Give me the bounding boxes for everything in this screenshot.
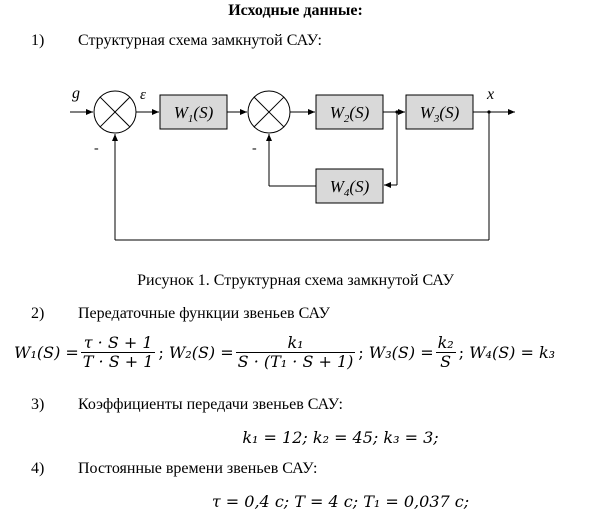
item-number-3: 3): [31, 396, 45, 413]
w4-formula: W₄(S) = k₃: [469, 343, 556, 362]
item-text-2: Передаточные функции звеньев САУ: [78, 305, 330, 322]
w3-denominator: S: [435, 352, 456, 371]
w2-numerator: k₁: [287, 333, 304, 352]
separator-1: ;: [158, 343, 164, 362]
w1-fraction: τ · S + 1 T · S + 1: [80, 333, 156, 371]
block-w2: [315, 94, 384, 130]
coefficients-formula: k₁ = 12; k₂ = 45; k₃ = 3;: [242, 428, 439, 447]
w3-fraction: k₂ S: [435, 333, 456, 371]
item-text-4: Постоянные времени звеньев САУ:: [78, 460, 318, 477]
w3-lhs: W₃(S) =: [368, 343, 434, 362]
minus-sign-2: -: [252, 141, 257, 156]
block-w3-label: W3(S): [420, 103, 460, 125]
item-number-2: 2): [31, 305, 45, 322]
w1-numerator: τ · S + 1: [83, 333, 153, 352]
error-label: ε: [140, 87, 146, 103]
separator-2: ;: [358, 343, 364, 362]
w1-lhs: W₁(S) =: [14, 343, 79, 362]
w2-lhs: W₂(S) =: [168, 343, 234, 362]
output-label: x: [486, 86, 494, 103]
input-label: g: [72, 85, 80, 102]
item-number-1: 1): [31, 32, 45, 49]
block-diagram: g ε x - - W1(S) W2(S) W3(S) W4(S): [70, 85, 515, 241]
block-w1: [159, 94, 228, 130]
w3-numerator: k₂: [437, 333, 454, 352]
block-w4-label: W4(S): [330, 177, 370, 199]
item-text-3: Коэффициенты передачи звеньев САУ:: [78, 396, 343, 413]
w2-fraction: k₁ S · (T₁ · S + 1): [235, 333, 356, 371]
w2-denominator: S · (T₁ · S + 1): [235, 352, 356, 371]
block-w1-label: W1(S): [174, 103, 214, 125]
block-w3: [405, 94, 474, 130]
minus-sign-1: -: [94, 141, 99, 156]
time-constants-formula: τ = 0,4 с; T = 4 с; T₁ = 0,037 с;: [211, 492, 470, 511]
block-w2-label: W2(S): [330, 103, 370, 125]
transfer-functions: W₁(S) = τ · S + 1 T · S + 1 ; W₂(S) = k₁…: [14, 334, 555, 371]
item-number-4: 4): [31, 460, 45, 477]
page-heading: Исходные данные:: [228, 2, 363, 19]
item-text-1: Структурная схема замкнутой САУ:: [78, 32, 322, 49]
figure-caption: Рисунок 1. Структурная схема замкнутой С…: [137, 272, 454, 289]
w1-denominator: T · S + 1: [80, 352, 156, 371]
block-w4: [315, 168, 384, 204]
separator-3: ;: [458, 343, 465, 362]
